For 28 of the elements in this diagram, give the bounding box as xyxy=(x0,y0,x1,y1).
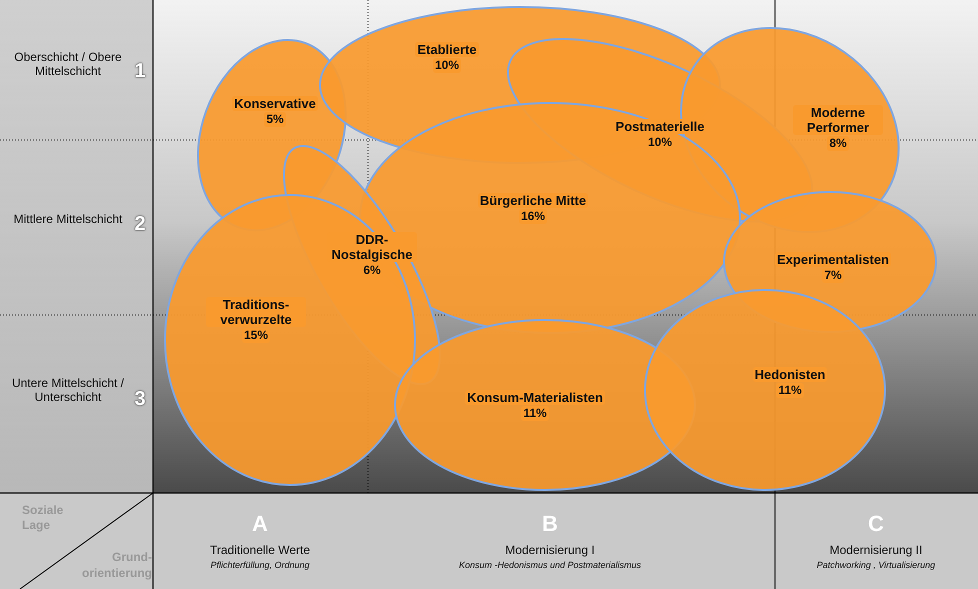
row-label: Mittlere Mittelschicht xyxy=(12,212,124,226)
milieu-name: Traditions-verwurzelte xyxy=(206,297,306,327)
milieu-name: Konservative xyxy=(232,96,318,112)
column-note: Konsum -Hedonismus und Postmaterialismus xyxy=(458,560,642,570)
column-note: Pflichterfüllung, Ordnung xyxy=(209,560,311,570)
column-note: Patchworking , Virtualisierung xyxy=(816,560,936,570)
share-value: 11% xyxy=(776,382,804,398)
milieu-area xyxy=(645,290,885,490)
row-label: Oberschicht / Obere Mittelschicht xyxy=(13,50,123,78)
milieu-name: Bürgerliche Mitte xyxy=(478,192,588,208)
milieu-area xyxy=(165,195,415,485)
share-value: 15% xyxy=(242,328,270,343)
milieu-name: Postmaterielle xyxy=(614,119,706,134)
milieu-name: Experimentalisten xyxy=(775,252,891,266)
row-label: Untere Mittelschicht / Unterschicht xyxy=(10,376,126,404)
share-value: 5% xyxy=(264,112,286,128)
milieu-name: Konsum-Materialisten xyxy=(465,390,605,404)
column-label: Traditionelle Werte xyxy=(208,543,312,557)
share-value: 8% xyxy=(827,136,849,151)
column-label: Modernisierung I xyxy=(504,543,596,557)
share-value: 11% xyxy=(521,406,549,420)
milieu-name: Etablierte xyxy=(415,42,479,56)
row-number: 2 xyxy=(133,213,147,236)
share-value: 7% xyxy=(822,268,844,282)
milieu-name: Hedonisten xyxy=(752,366,828,382)
row-number: 3 xyxy=(133,388,147,411)
column-label: Modernisierung II xyxy=(828,543,924,557)
milieu-name: Moderne Performer xyxy=(792,104,883,135)
